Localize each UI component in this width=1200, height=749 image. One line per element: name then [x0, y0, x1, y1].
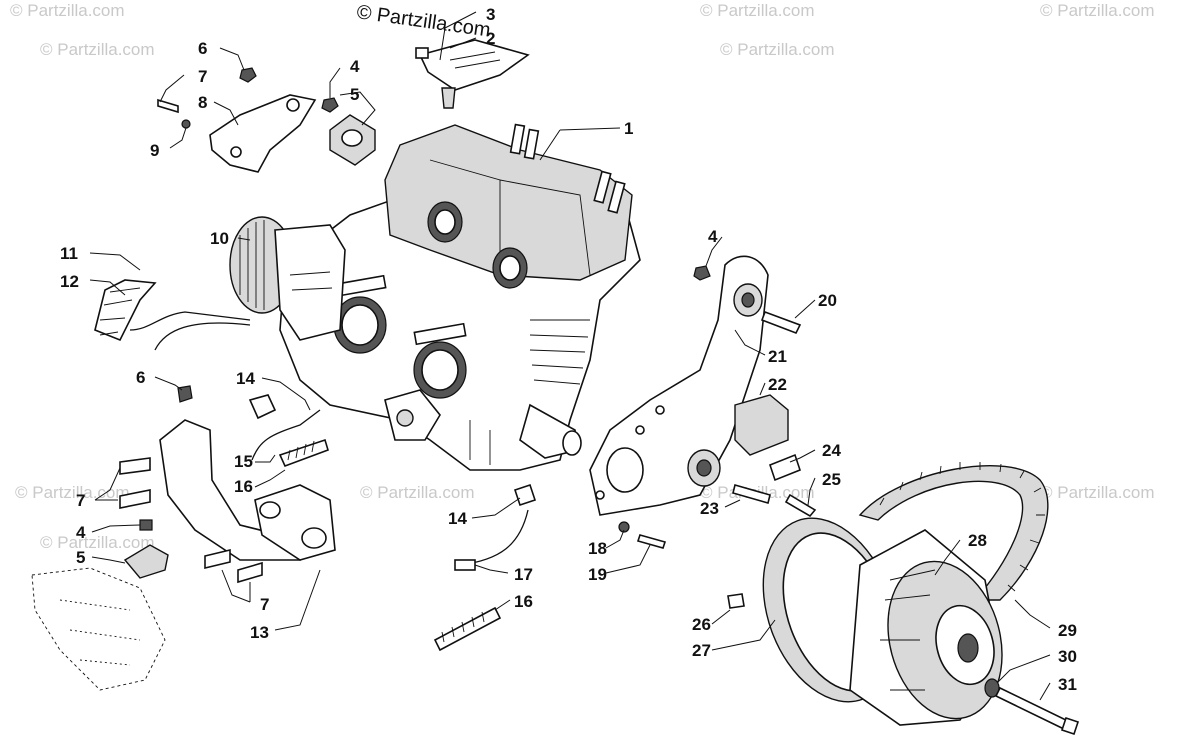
- callout-6[interactable]: 6: [198, 39, 207, 58]
- callout-13[interactable]: 13: [250, 623, 269, 642]
- callout-11[interactable]: 11: [60, 244, 78, 263]
- hose-springs[interactable]: [94, 279, 251, 351]
- drive-belt[interactable]: [858, 462, 1049, 601]
- callout-17[interactable]: 17: [514, 565, 533, 584]
- callout-2[interactable]: 2: [486, 29, 495, 48]
- callout-4[interactable]: 4: [350, 57, 360, 76]
- callout-23[interactable]: 23: [700, 499, 719, 518]
- watermark-text: © Partzilla.com: [40, 40, 155, 59]
- callout-28[interactable]: 28: [968, 531, 987, 550]
- torque-plate[interactable]: [589, 255, 817, 549]
- callout-24[interactable]: 24: [822, 441, 841, 460]
- callout-14[interactable]: 14: [448, 509, 467, 528]
- callout-7[interactable]: 7: [198, 67, 207, 86]
- engine-block[interactable]: [279, 123, 641, 471]
- drive-clutch[interactable]: [727, 500, 1080, 736]
- callout-7[interactable]: 7: [76, 491, 85, 510]
- callout-26[interactable]: 26: [692, 615, 711, 634]
- callout-30[interactable]: 30: [1058, 647, 1077, 666]
- brand-watermark: © Partzilla.com: [355, 1, 492, 42]
- watermark-text: © Partzilla.com: [15, 483, 130, 502]
- watermark-text: © Partzilla.com: [720, 40, 835, 59]
- callout-3[interactable]: 3: [486, 5, 495, 24]
- callout-14[interactable]: 14: [236, 369, 255, 388]
- callout-18[interactable]: 18: [588, 539, 607, 558]
- callout-9[interactable]: 9: [150, 141, 159, 160]
- watermark-text: © Partzilla.com: [700, 1, 815, 20]
- callout-20[interactable]: 20: [818, 291, 837, 310]
- upper-mount-bracket[interactable]: [157, 67, 376, 173]
- watermark-text: © Partzilla.com: [1040, 483, 1155, 502]
- callout-25[interactable]: 25: [822, 470, 841, 489]
- chassis-fragment: [31, 567, 166, 691]
- callout-10[interactable]: 10: [210, 229, 229, 248]
- callout-12[interactable]: 12: [60, 272, 79, 291]
- watermark-text: © Partzilla.com: [10, 1, 125, 20]
- callout-21[interactable]: 21: [768, 347, 787, 366]
- callout-31[interactable]: 31: [1058, 675, 1077, 694]
- recoil-starter[interactable]: [229, 216, 346, 341]
- callout-1[interactable]: 1: [624, 119, 633, 138]
- leader-lines: [89, 11, 1051, 701]
- callout-4[interactable]: 4: [76, 523, 86, 542]
- callout-4[interactable]: 4: [708, 227, 718, 246]
- callout-15[interactable]: 15: [234, 452, 253, 471]
- lower-mount-bracket[interactable]: [119, 385, 336, 584]
- callout-16[interactable]: 16: [234, 477, 253, 496]
- callout-19[interactable]: 19: [588, 565, 607, 584]
- callout-labels: 1 2 3 4 4 4 5 5 6 6 7 7 7 8 9 10 11 12 1…: [60, 5, 1077, 694]
- callout-8[interactable]: 8: [198, 93, 207, 112]
- callout-5[interactable]: 5: [76, 548, 85, 567]
- watermark-text: © Partzilla.com: [360, 483, 475, 502]
- callout-5[interactable]: 5: [350, 85, 359, 104]
- oil-line-fittings[interactable]: [248, 394, 537, 652]
- watermark-text: © Partzilla.com: [1040, 1, 1155, 20]
- callout-27[interactable]: 27: [692, 641, 711, 660]
- callout-7[interactable]: 7: [260, 595, 269, 614]
- callout-29[interactable]: 29: [1058, 621, 1077, 640]
- callout-22[interactable]: 22: [768, 375, 787, 394]
- starter-handle[interactable]: [415, 39, 530, 109]
- callout-6[interactable]: 6: [136, 368, 145, 387]
- watermark-text: © Partzilla.com: [40, 533, 155, 552]
- callout-16[interactable]: 16: [514, 592, 533, 611]
